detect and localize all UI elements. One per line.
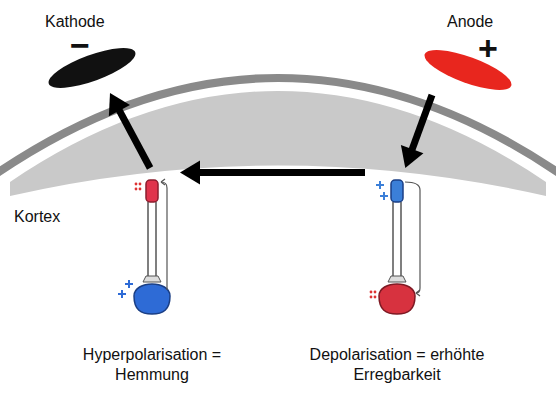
shape-part (405, 182, 420, 293)
shape-part (374, 296, 377, 299)
current-arrow (180, 161, 365, 185)
node-shape (115, 168, 180, 320)
shape-part (376, 181, 388, 200)
node-shape (423, 45, 513, 95)
region-label: Kortex (14, 207, 60, 227)
state-caption: Depolarisation = erhöhte Erregbarkeit (307, 345, 487, 385)
shape-part (135, 188, 138, 191)
shape-part (134, 284, 170, 314)
arrow-shaft (118, 109, 150, 168)
current-arrow (109, 93, 150, 168)
shape-part (391, 180, 403, 202)
arrow-head (180, 161, 200, 185)
shape-part (393, 202, 401, 276)
polarity-sign: − (70, 28, 90, 62)
shape-part (146, 180, 158, 202)
shape-part (370, 291, 373, 294)
skull-arc (0, 78, 556, 178)
node-shape (365, 168, 430, 320)
shape-part (148, 202, 156, 276)
shape-part (379, 284, 415, 314)
polarity-sign: + (478, 31, 498, 65)
shape-part (118, 280, 133, 298)
cathode-electrode: Kathode− (47, 43, 137, 93)
state-caption: Hyperpolarisation = Hemmung (62, 345, 242, 385)
neuron-depolarised: Depolarisation = erhöhte Erregbarkeit (365, 168, 430, 320)
shape-part (161, 182, 167, 290)
shape-part (135, 183, 138, 186)
shape-part (420, 42, 515, 98)
anode-electrode: Anode+ (423, 45, 513, 95)
shape-part (139, 188, 142, 191)
shape-part (143, 276, 161, 282)
arrow-shaft (198, 169, 365, 176)
shape-part (416, 290, 420, 296)
arrow-shaft (411, 95, 432, 151)
arrow-head (109, 93, 130, 116)
node-shape (47, 43, 137, 93)
electrode-name: Anode (447, 12, 493, 32)
shape-part (139, 183, 142, 186)
current-arrow (401, 95, 432, 168)
arrow-head (401, 145, 424, 168)
neuron-hyperpolarised: Hyperpolarisation = Hemmung (115, 168, 180, 320)
shape-part (370, 296, 373, 299)
shape-part (161, 179, 165, 185)
cortex-band (10, 91, 546, 196)
shape-part (44, 40, 139, 96)
shape-part (388, 276, 406, 282)
shape-part (374, 291, 377, 294)
